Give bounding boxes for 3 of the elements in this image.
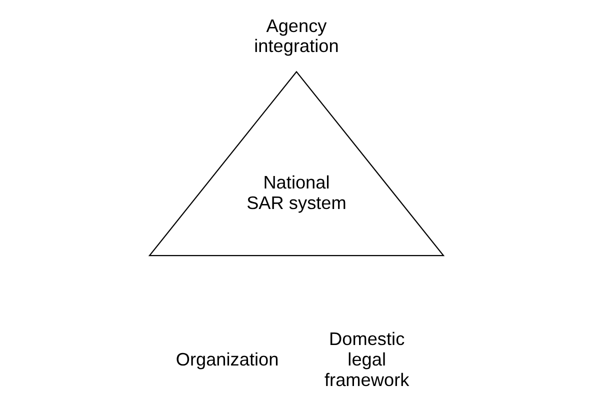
label: Domestic legal framework	[324, 328, 409, 390]
label: Organization	[175, 349, 278, 370]
label: Agency integration	[254, 16, 338, 56]
